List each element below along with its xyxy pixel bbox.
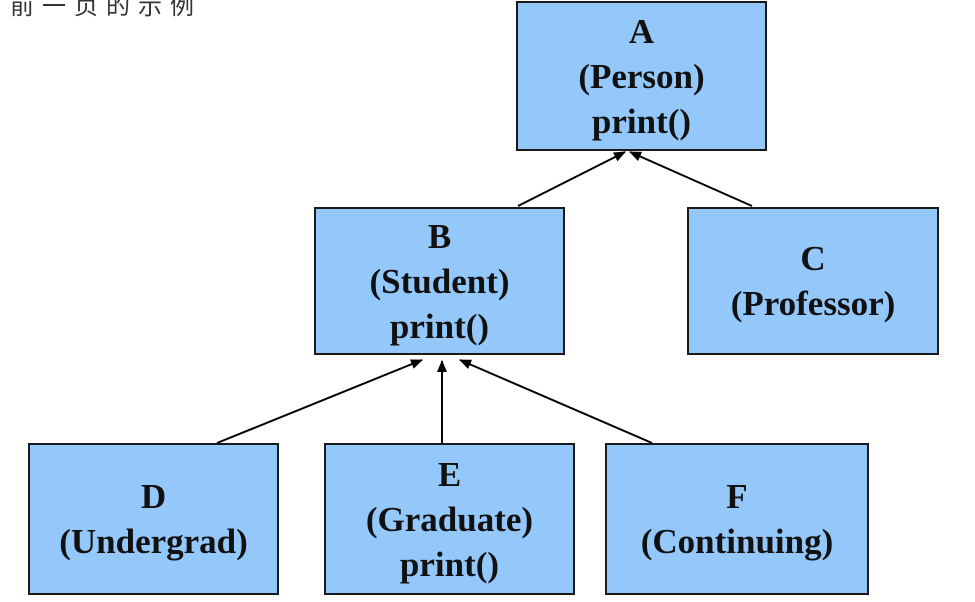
edge-b-to-a	[517, 151, 626, 207]
node-f-continuing: F (Continuing)	[605, 443, 869, 595]
node-c-professor: C (Professor)	[687, 207, 939, 355]
edge-d-to-b	[216, 359, 423, 444]
node-a-name: (Person)	[578, 56, 705, 96]
node-f-letter: F	[726, 477, 748, 516]
node-a-letter: A	[628, 11, 655, 51]
node-e-method: print()	[399, 544, 500, 584]
node-a-method: print()	[591, 101, 692, 141]
node-d-name: (Undergrad)	[59, 522, 248, 561]
node-b-method: print()	[389, 306, 490, 346]
node-e-letter: E	[437, 454, 462, 494]
node-e-graduate: E (Graduate) print()	[324, 443, 575, 595]
node-d-letter: D	[140, 477, 167, 516]
node-d-undergrad: D (Undergrad)	[28, 443, 279, 595]
edge-c-to-a	[629, 151, 753, 207]
node-b-letter: B	[427, 216, 452, 256]
edge-f-to-b	[459, 359, 653, 444]
node-c-name: (Professor)	[730, 284, 896, 323]
node-c-letter: C	[800, 239, 826, 278]
node-e-name: (Graduate)	[365, 499, 534, 539]
node-f-name: (Continuing)	[640, 522, 834, 561]
node-b-student: B (Student) print()	[314, 207, 565, 355]
node-a-person: A (Person) print()	[516, 1, 767, 151]
node-b-name: (Student)	[369, 261, 510, 301]
slide-top-text: 前一页的示例	[10, 0, 202, 20]
